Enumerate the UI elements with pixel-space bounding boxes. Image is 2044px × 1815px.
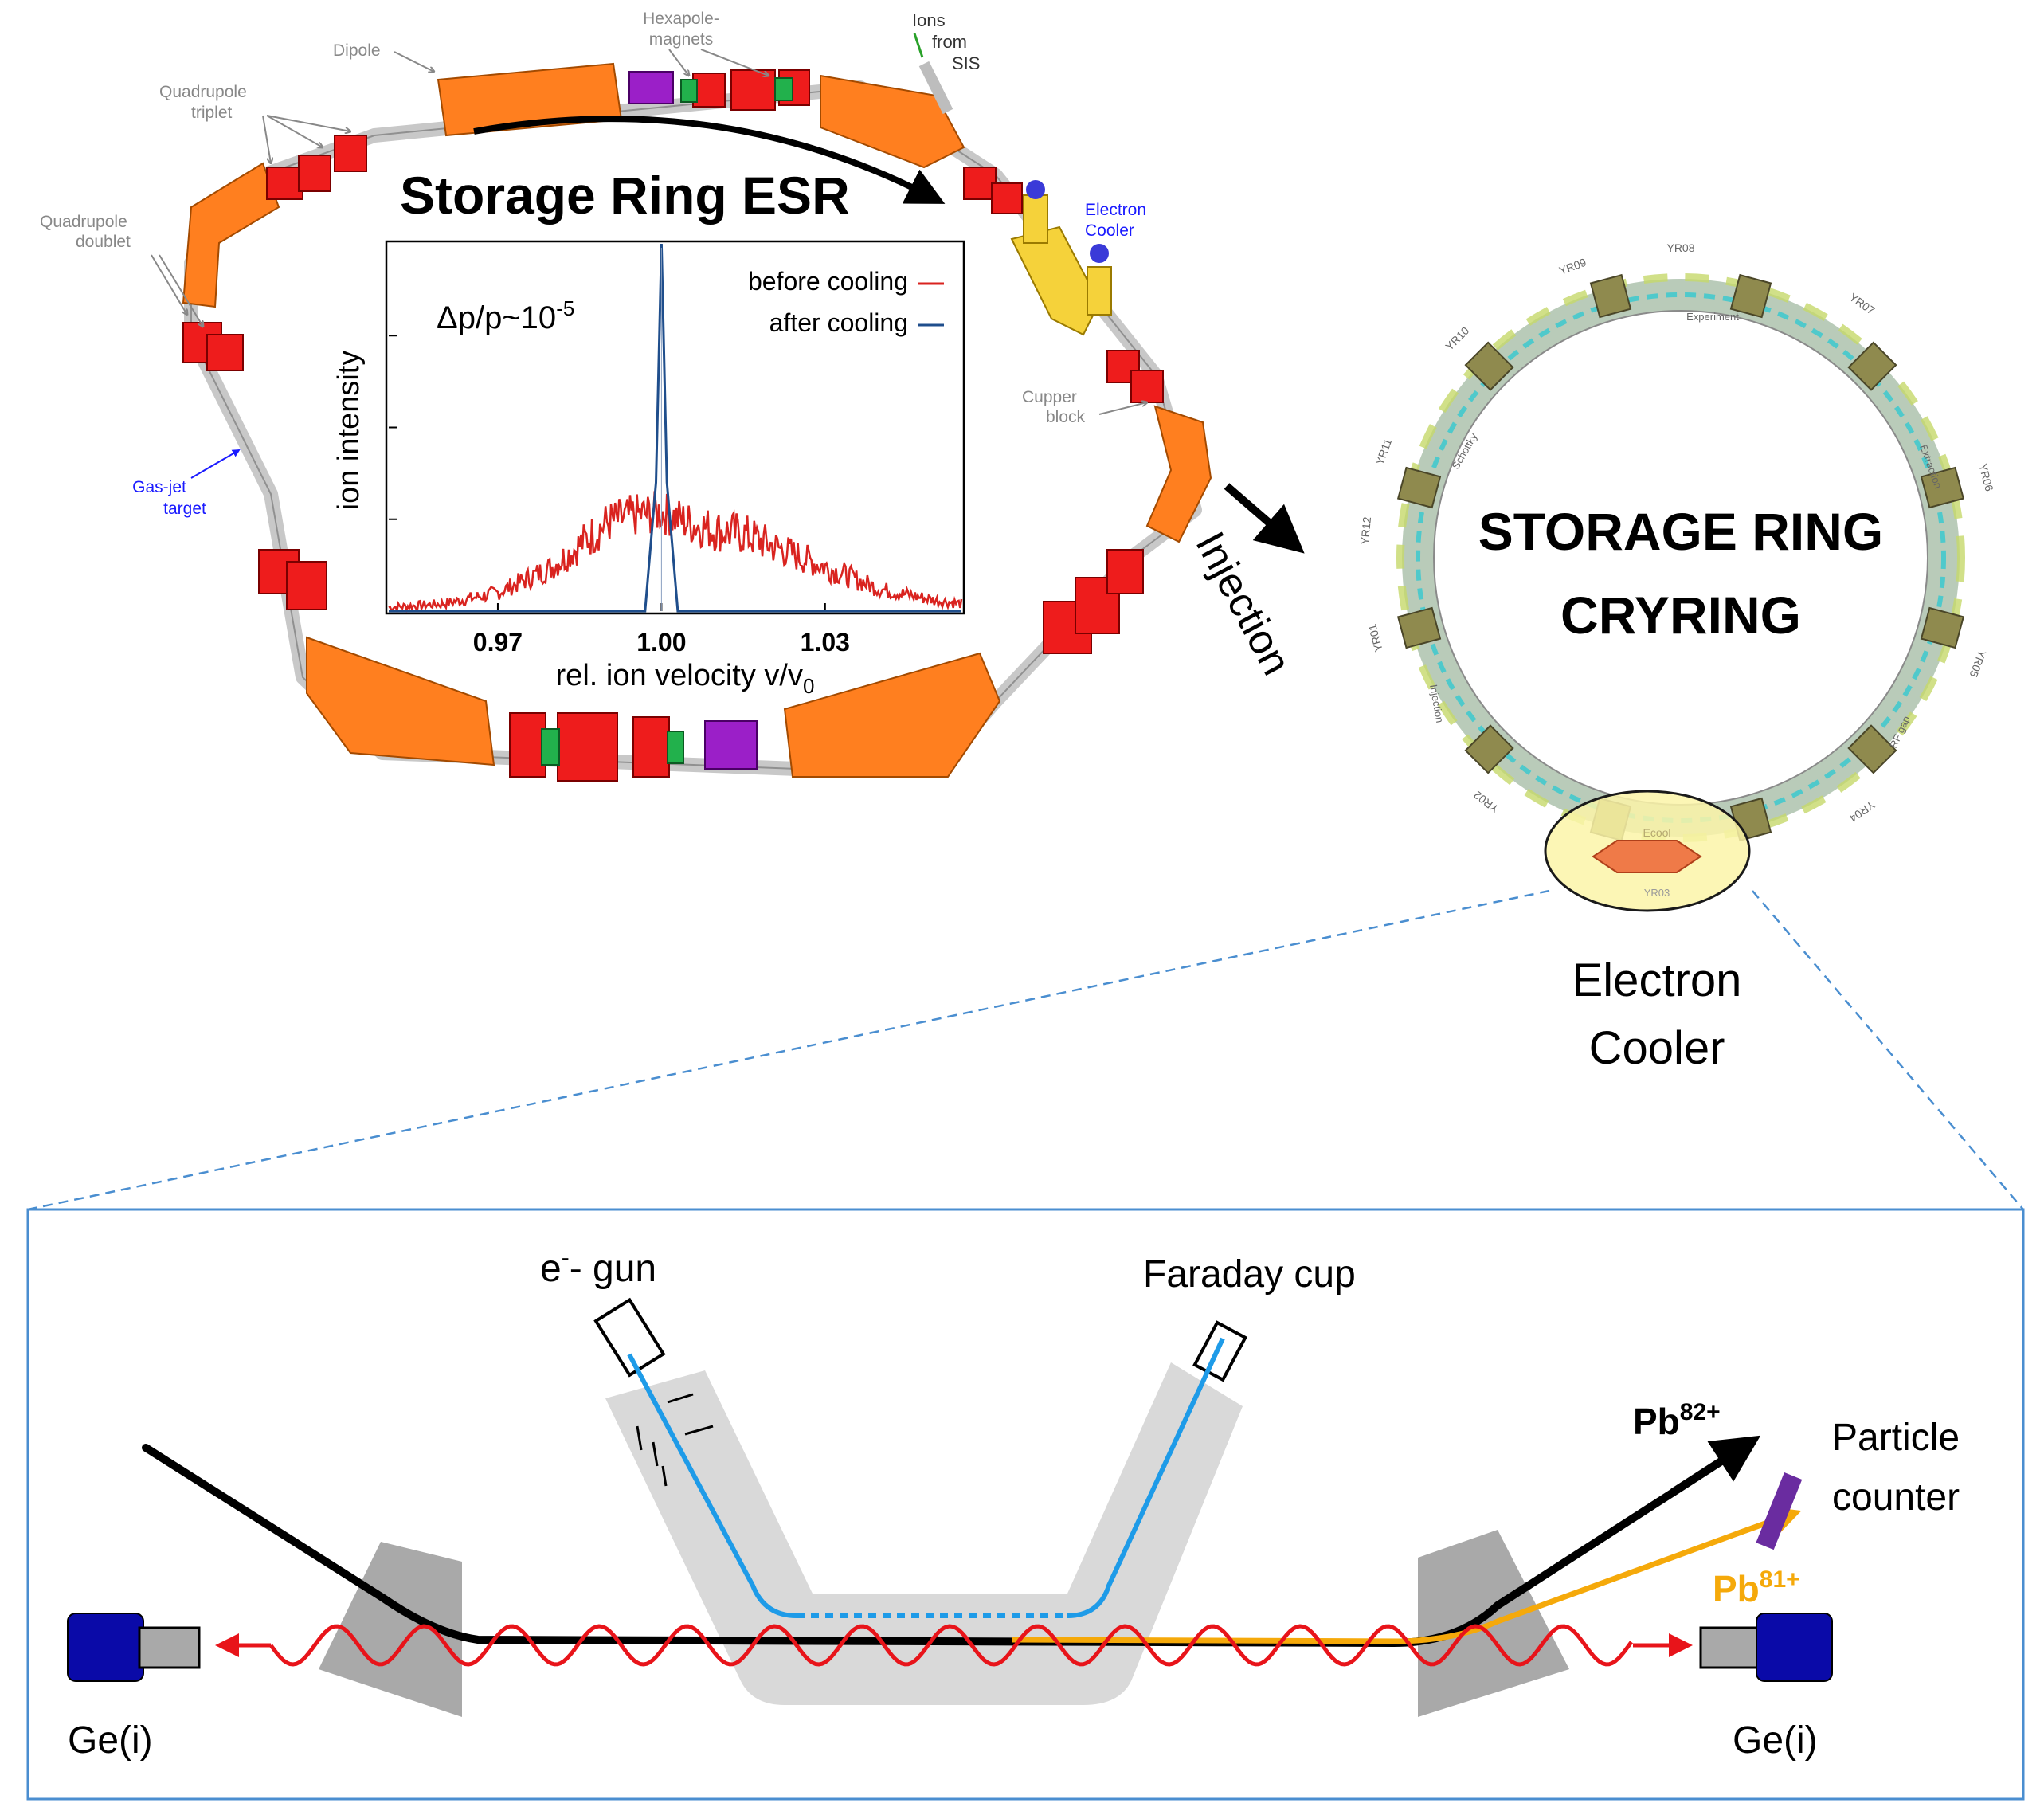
cryring-section-label: YR06: [1976, 462, 1996, 492]
cryring-dipole: [1920, 606, 1965, 649]
label-ions-1: Ions: [912, 10, 946, 30]
cryring-section-label: YR08: [1666, 241, 1694, 254]
electron-beam-out: [1067, 1337, 1225, 1618]
cryring-section-label: YR09: [1557, 256, 1588, 277]
label-gas-jet-1: Gas-jet: [132, 478, 186, 496]
label-gas-jet-2: target: [163, 500, 206, 518]
label-esr-cooler-1: Electron: [1085, 201, 1146, 219]
inset-chart: 0.97 1.00 1.03 Δp/p~10-5 before cooling af…: [332, 240, 965, 698]
x-tick-label: 0.97: [473, 628, 523, 657]
cryring-dipole: [1729, 273, 1772, 319]
cryring-section-label: YR05: [1967, 649, 1988, 680]
esr-beam-direction-arrow: [473, 116, 946, 204]
hexapole-magnets: [541, 77, 793, 766]
detail-cooler-region: [605, 1362, 1243, 1705]
label-hexapole-2: magnets: [649, 30, 714, 49]
chart-ylabel: ion intensity: [332, 351, 366, 511]
electron-beam-in: [627, 1353, 797, 1618]
cryring-dipole: [1396, 606, 1442, 649]
esr-title: Storage Ring ESR: [400, 166, 850, 225]
pb82-label: Pb82+: [1633, 1399, 1721, 1442]
ge-label-right: Ge(i): [1733, 1719, 1818, 1762]
cryring-cooler-label-1: Electron: [1572, 955, 1742, 1006]
injection-arrow: [1224, 483, 1305, 554]
ge-detector-right: [1699, 1613, 1833, 1682]
injection-arrow-group: Injection: [1186, 483, 1305, 683]
chart-xlabel: rel. ion velocity v/v0: [556, 659, 815, 698]
particle-counter-label-2: counter: [1832, 1476, 1960, 1519]
cryring-title-line2: CRYRING: [1560, 586, 1801, 645]
detail-dipole-left: [319, 1542, 462, 1717]
label-hexapole-1: Hexapole-: [643, 10, 719, 28]
legend-label-before: before cooling: [748, 267, 908, 296]
cryring-dipole: [1464, 724, 1514, 774]
label-cupper-2: block: [1046, 408, 1086, 426]
series-after-cooling: [389, 243, 961, 613]
chart-y-ticks: [389, 335, 397, 520]
zoom-line-left: [27, 889, 1550, 1211]
cryring-dipole: [1847, 724, 1897, 774]
faraday-cup-label: Faraday cup: [1143, 1253, 1356, 1296]
photon-wave: [268, 1624, 1634, 1667]
cryring-section-label: YR01: [1365, 623, 1385, 653]
chart-annotation: Δp/p~10-5: [437, 296, 574, 335]
chart-legend: before cooling after cooling: [748, 267, 944, 337]
cryring-section-label: YR02: [1471, 788, 1502, 815]
label-cupper-1: Cupper: [1022, 388, 1077, 406]
cryring-ecool-hardware: [1592, 840, 1702, 873]
dipole-magnets: [182, 62, 1212, 778]
label-ions-2: from: [932, 32, 967, 52]
x-tick-label: 1.03: [801, 628, 850, 657]
purple-magnets: [628, 71, 758, 770]
esr-ring: Dipole Hexapole- magnets Quadrupole trip…: [40, 10, 1212, 782]
label-quad-triplet-2: triplet: [191, 104, 233, 122]
esr-electron-cooler-hardware: [1010, 180, 1112, 336]
chart-frame: [385, 240, 965, 615]
pb82-arrow: [1670, 1435, 1761, 1496]
esr-ions-label: Ions from SIS: [912, 10, 980, 73]
particle-counter-label-1: Particle: [1832, 1417, 1960, 1459]
zoom-line-right: [1752, 890, 2024, 1210]
cryring-section-label: YR07: [1847, 291, 1878, 317]
label-ions-3: SIS: [952, 53, 980, 73]
label-quad-triplet-1: Quadrupole: [159, 83, 247, 101]
ge-label-left: Ge(i): [68, 1719, 153, 1762]
e-gun-particles: [636, 1393, 714, 1487]
esr-annotations: Dipole Hexapole- magnets Quadrupole trip…: [40, 10, 1147, 426]
cryring-yr03-label: YR03: [1644, 887, 1670, 899]
cryring-ecool-label: Ecool: [1643, 826, 1670, 839]
ge-detector-left: [67, 1613, 201, 1682]
cryring-dipole: [1920, 466, 1965, 509]
esr-blue-labels: Electron Cooler Gas-jet target: [132, 201, 1146, 518]
egun-label: e-- gun: [540, 1245, 656, 1290]
cryring-dipole: [1589, 273, 1632, 319]
chart-x-ticks: 0.97 1.00 1.03: [473, 603, 850, 657]
cryring-section-label: YR04: [1847, 798, 1878, 825]
detail-panel: e-- gun Faraday cup Pb82+ Pb81+ Particle…: [26, 1208, 2025, 1801]
cryring-dipole: [1464, 341, 1514, 391]
cryring-dipole: [1847, 341, 1897, 391]
label-quad-doublet-1: Quadrupole: [40, 213, 127, 231]
e-gun-body: [593, 1297, 666, 1378]
series-before-cooling: [388, 491, 963, 614]
detail-frame: [26, 1208, 2025, 1801]
cryring-dipole: [1396, 466, 1442, 509]
chart-series-layer: [388, 243, 963, 614]
pb81-label: Pb81+: [1713, 1566, 1800, 1609]
cryring-section-label: YR12: [1358, 516, 1373, 545]
label-experiment: Experiment: [1686, 311, 1739, 323]
particle-counter: [1756, 1472, 1803, 1550]
label-dipole: Dipole: [333, 41, 381, 60]
label-quad-doublet-2: doublet: [76, 233, 131, 251]
cryring-section-label: YR10: [1443, 324, 1471, 353]
cryring-title-line1: STORAGE RING: [1478, 502, 1884, 561]
cryring-cooler-label-2: Cooler: [1589, 1022, 1725, 1074]
injection-label: Injection: [1186, 524, 1299, 682]
x-tick-label: 1.00: [636, 628, 686, 657]
legend-label-after: after cooling: [769, 308, 908, 337]
cryring-section-label: YR11: [1373, 437, 1395, 467]
label-esr-cooler-2: Cooler: [1085, 221, 1134, 240]
